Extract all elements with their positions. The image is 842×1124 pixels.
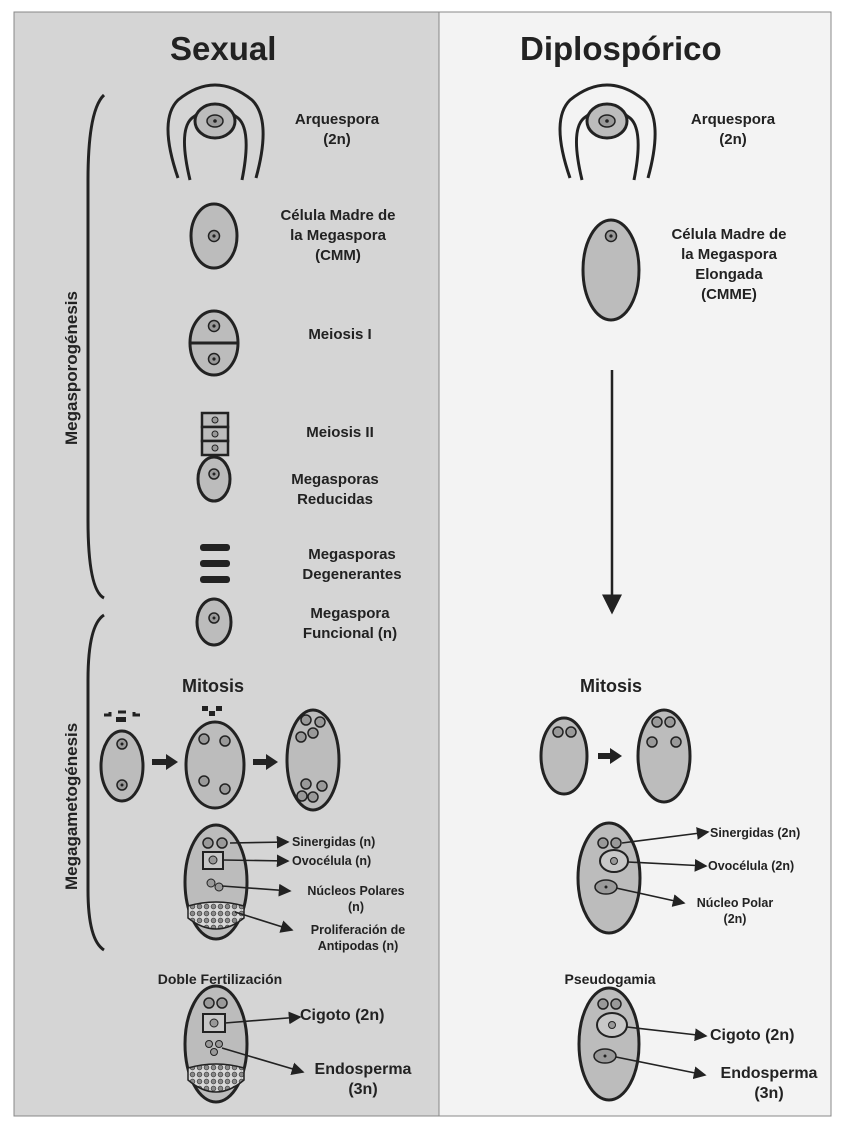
label-mitosis-diplosporic: Mitosis	[580, 676, 643, 696]
column-title-sexual: Sexual	[170, 30, 277, 67]
embryo-sac-diplosporic	[576, 821, 642, 935]
meiosis2-tetrad	[196, 411, 232, 503]
pointers-dip-sac	[615, 827, 710, 907]
label-double-fertilization: Doble Fertilización	[157, 971, 283, 987]
stage-label-megagametogenesis: Megagametogénesis	[62, 722, 81, 890]
embryo-sac-sexual	[183, 823, 249, 941]
label-synergids-diplosporic: Sinergidas (2n)	[710, 826, 801, 840]
label-egg-sexual: Ovocélula (n)	[292, 854, 372, 868]
bracket-megasporogenesis	[86, 93, 106, 600]
label-endosperm-sexual: Endosperma (3n)	[314, 1061, 412, 1098]
label-polar-nucleus: Núcleo Polar (2n)	[696, 896, 774, 926]
column-title-diplosporic: Diplospórico	[520, 30, 722, 67]
label-endosperm-diplosporic: Endosperma (3n)	[720, 1065, 818, 1102]
label-mmc: Célula Madre de la Megaspora (CMM)	[280, 207, 396, 264]
pointers-sexual-sac	[221, 835, 294, 933]
mitosis-diplosporic-2	[636, 708, 692, 804]
degenerating-megaspores	[200, 544, 230, 583]
label-reduced-megaspores: Megasporas Reducidas	[291, 471, 379, 508]
label-zygote-diplosporic: Cigoto (2n)	[710, 1027, 795, 1044]
bracket-megagametogenesis	[86, 613, 105, 952]
pointers-sexual-fert	[221, 1011, 305, 1075]
mmc-cell	[189, 202, 239, 270]
panel-diplosporic	[438, 11, 832, 1117]
fertilized-sac-diplosporic	[577, 986, 641, 1102]
label-archespore-sexual: Arquespora (2n)	[294, 111, 380, 148]
stage-label-megasporogenesis: Megasporogénesis	[62, 291, 81, 445]
pointers-dip-fert	[615, 1026, 708, 1080]
label-antipodal: Proliferación de Antipodas (n)	[310, 923, 406, 953]
label-pseudogamy: Pseudogamia	[564, 971, 656, 987]
fertilized-sac-sexual	[183, 984, 249, 1104]
archespore-sexual	[166, 83, 265, 181]
label-meiosis2: Meiosis II	[306, 424, 374, 441]
label-zygote-sexual: Cigoto (2n)	[300, 1007, 385, 1024]
label-polar-nuclei: Núcleos Polares (n)	[307, 884, 405, 914]
label-emmc: Célula Madre de la Megaspora Elongada (C…	[671, 226, 787, 303]
meiosis1-cell	[188, 309, 240, 377]
archespore-diplosporic	[558, 83, 657, 181]
label-degenerating-megaspores: Megasporas Degenerantes	[302, 546, 402, 583]
label-mitosis-sexual: Mitosis	[182, 676, 245, 696]
functional-megaspore	[195, 597, 233, 647]
label-synergids-sexual: Sinergidas (n)	[292, 835, 376, 849]
mitosis-sexual-1	[99, 710, 145, 803]
mitosis-sexual-2	[184, 706, 246, 810]
label-archespore-diplosporic: Arquespora (2n)	[690, 111, 776, 148]
mitosis-sexual-3	[285, 708, 341, 812]
label-functional-megaspore: Megaspora Funcional (n)	[302, 605, 398, 642]
emmc-cell	[581, 218, 641, 322]
label-egg-diplosporic: Ovocélula (2n)	[708, 859, 795, 873]
label-meiosis1: Meiosis I	[308, 326, 372, 343]
mitosis-diplosporic-1	[539, 716, 589, 796]
